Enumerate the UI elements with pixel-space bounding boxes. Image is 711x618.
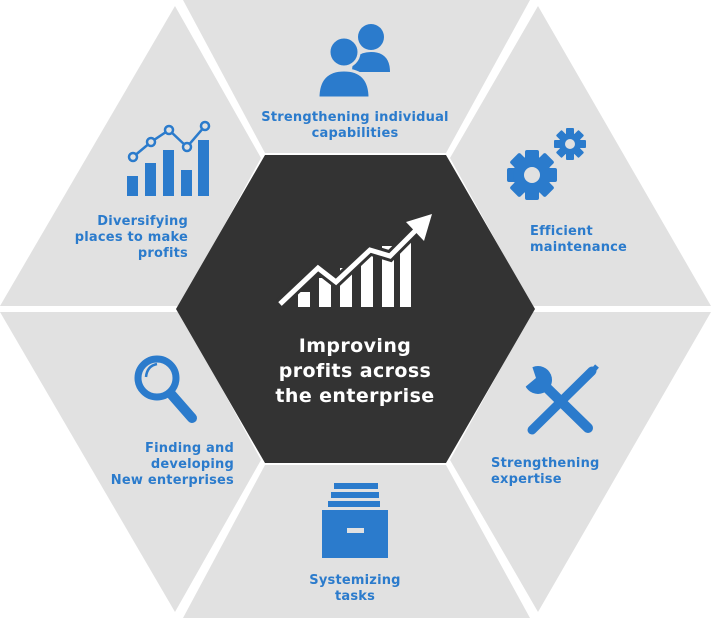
label-line: Strengthening <box>491 456 600 471</box>
center-title-line-3: the enterprise <box>275 385 435 407</box>
center-title-line-2: profits across <box>278 360 432 382</box>
segment-bottom-right <box>450 312 711 612</box>
label-systemizing-tasks: Systemizing tasks <box>285 573 425 605</box>
center-title-line-1: Improving <box>298 335 412 357</box>
label-line: places to make <box>74 230 188 245</box>
label-strengthening-expertise: Strengthening expertise <box>491 456 600 488</box>
label-line: Strengthening individual <box>261 110 449 125</box>
tools-icon <box>516 364 599 435</box>
magnifier-icon <box>134 355 197 423</box>
people-icon <box>316 24 390 100</box>
center-title: Improving profits across the enterprise <box>240 334 470 409</box>
label-finding-new-enterprises: Finding and developing New enterprises <box>74 441 234 489</box>
label-line: Diversifying <box>97 214 188 229</box>
label-line: Efficient <box>530 224 593 239</box>
label-line: Finding and <box>145 441 234 456</box>
center-hexagon <box>176 155 535 463</box>
label-line: developing <box>150 457 234 472</box>
label-line: maintenance <box>530 240 628 255</box>
label-diversifying-places: Diversifying places to make profits <box>28 214 188 262</box>
file-cabinet-icon <box>322 483 388 558</box>
bar-chart-icon <box>127 120 211 196</box>
label-line: capabilities <box>311 126 399 141</box>
gears-icon <box>507 128 586 200</box>
growth-chart-icon <box>276 214 432 308</box>
label-strengthening-individual: Strengthening individual capabilities <box>255 110 455 142</box>
label-line: New enterprises <box>110 473 234 488</box>
label-efficient-maintenance: Efficient maintenance <box>530 224 627 256</box>
label-line: expertise <box>491 472 562 487</box>
label-line: profits <box>137 246 188 261</box>
segment-bottom-left <box>0 312 261 612</box>
label-line: Systemizing <box>309 573 401 588</box>
label-line: tasks <box>334 589 376 604</box>
